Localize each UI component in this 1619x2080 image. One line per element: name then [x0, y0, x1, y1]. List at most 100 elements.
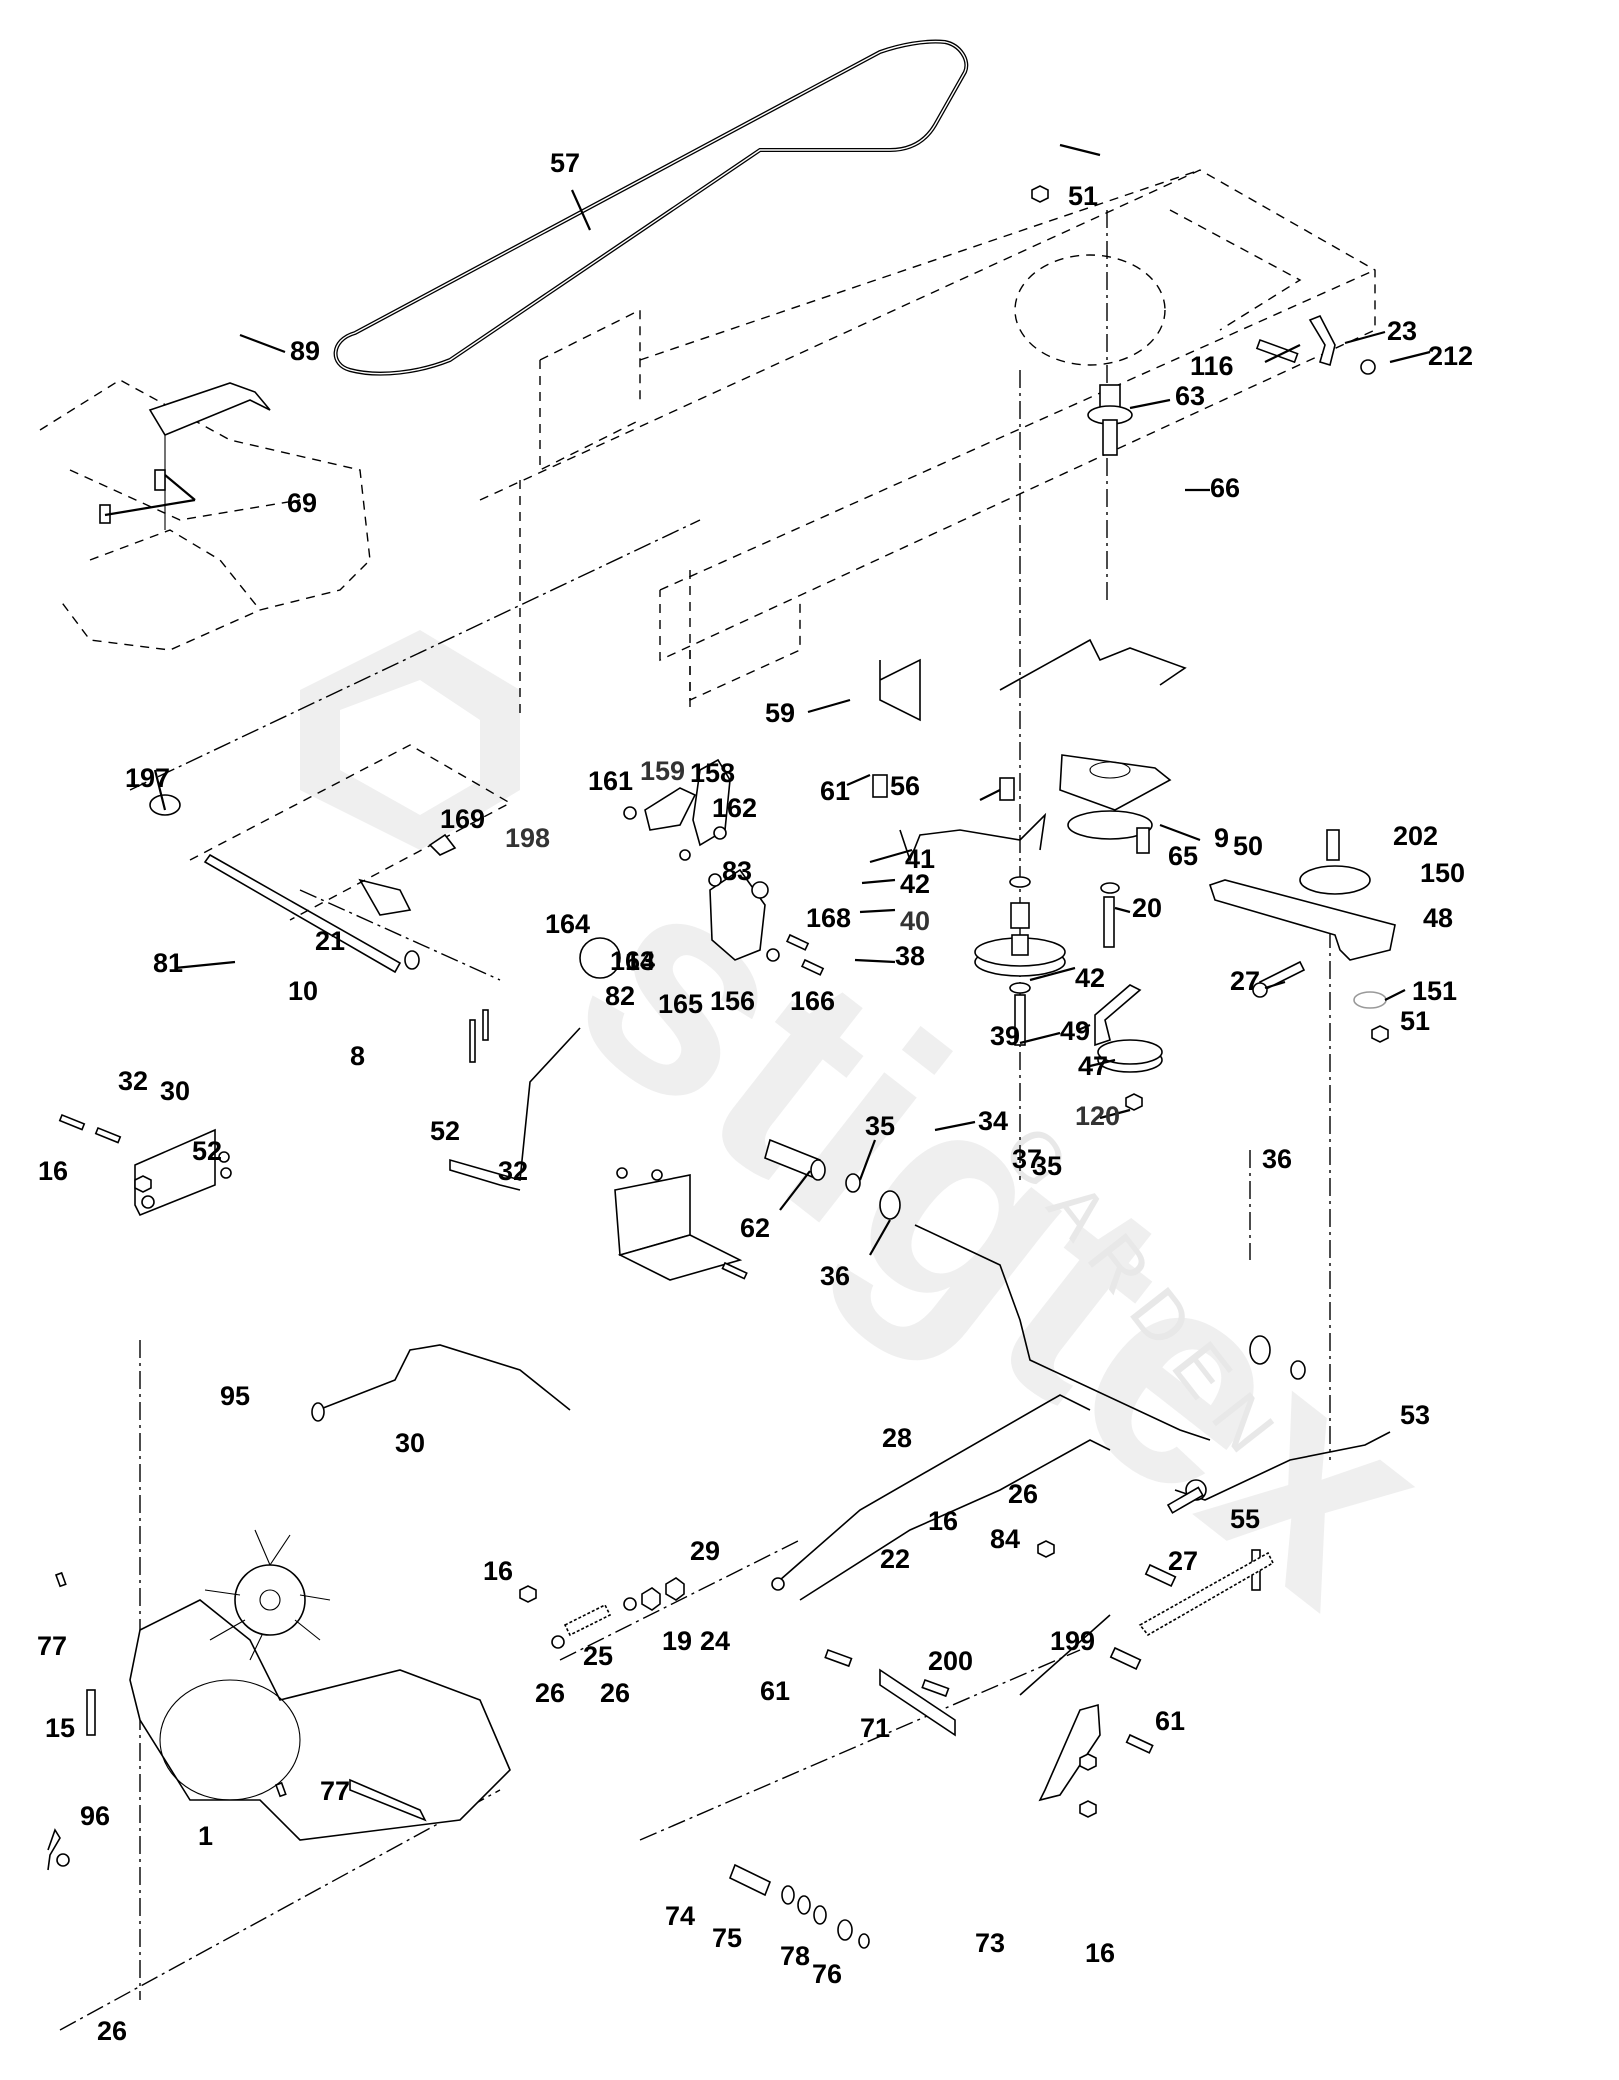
idler-stop-bracket[interactable] [1255, 314, 1376, 375]
callout-47[interactable]: 47 [1078, 1051, 1108, 1081]
callout-65[interactable]: 65 [1168, 841, 1198, 871]
belt-keeper-41[interactable] [899, 812, 1047, 863]
bolt-166[interactable] [800, 958, 825, 976]
bolt-39[interactable] [1014, 994, 1026, 1046]
callout-48[interactable]: 48 [1423, 903, 1453, 933]
nut-24[interactable] [665, 1577, 685, 1601]
callout-61-73[interactable]: 61 [1155, 1706, 1185, 1736]
idler-arm-48[interactable] [1208, 879, 1396, 961]
callout-198[interactable]: 198 [505, 823, 550, 853]
washer-35[interactable] [845, 1173, 861, 1193]
callout-89[interactable]: 89 [290, 336, 320, 366]
clutch-rod-34[interactable] [914, 1224, 1211, 1441]
rod-28[interactable] [779, 1394, 1091, 1581]
callout-202[interactable]: 202 [1393, 821, 1438, 851]
callout-26-a[interactable]: 26 [535, 1678, 565, 1708]
callout-212[interactable]: 212 [1428, 341, 1473, 371]
callout-55[interactable]: 55 [1230, 1504, 1260, 1534]
callout-10[interactable]: 10 [288, 976, 318, 1006]
bracket-73[interactable] [1038, 1703, 1101, 1802]
callout-77-right[interactable]: 77 [320, 1776, 350, 1806]
pins-10[interactable] [469, 1009, 489, 1063]
callout-28[interactable]: 28 [882, 1423, 912, 1453]
callout-159[interactable]: 159 [640, 756, 685, 786]
rod-84[interactable] [1019, 1614, 1111, 1696]
axle-keys-77[interactable] [54, 1571, 287, 1798]
callout-32-left[interactable]: 32 [118, 1066, 148, 1096]
bolt-56[interactable] [999, 777, 1015, 801]
lever-71[interactable] [879, 1668, 956, 1737]
callout-9[interactable]: 9 [1214, 823, 1229, 853]
clip-82[interactable] [404, 950, 420, 970]
callout-151[interactable]: 151 [1412, 976, 1457, 1006]
callout-199[interactable]: 199 [1050, 1626, 1095, 1656]
callout-24[interactable]: 24 [700, 1626, 730, 1656]
callout-22[interactable]: 22 [880, 1544, 910, 1574]
bolt-202[interactable] [1326, 829, 1340, 861]
bolt-168[interactable] [785, 933, 810, 951]
callout-84[interactable]: 84 [990, 1524, 1020, 1554]
pin-199-lower[interactable] [1109, 1646, 1142, 1670]
idler-bracket-49[interactable] [1094, 984, 1142, 1047]
spacer-74[interactable] [728, 1863, 772, 1897]
callout-57[interactable]: 57 [550, 148, 580, 178]
callout-120[interactable]: 120 [1075, 1101, 1120, 1131]
bolts-32-left[interactable] [58, 1113, 122, 1144]
callout-49[interactable]: 49 [1060, 1016, 1090, 1046]
nuts-52-right[interactable] [616, 1167, 663, 1181]
fender-pad[interactable] [148, 382, 271, 437]
spring-55[interactable] [1138, 1551, 1275, 1637]
callout-14[interactable]: 14 [625, 946, 655, 976]
callout-35-right[interactable]: 35 [1032, 1151, 1062, 1181]
nut-120[interactable] [1125, 1093, 1143, 1111]
callout-77-left[interactable]: 77 [37, 1631, 67, 1661]
callout-34[interactable]: 34 [978, 1106, 1008, 1136]
spring-27-lower[interactable] [1166, 1486, 1204, 1514]
callout-29[interactable]: 29 [690, 1536, 720, 1566]
callout-61[interactable]: 61 [820, 776, 850, 806]
callout-63[interactable]: 63 [1175, 381, 1205, 411]
callout-35[interactable]: 35 [865, 1111, 895, 1141]
callout-56[interactable]: 56 [890, 771, 920, 801]
callout-62[interactable]: 62 [740, 1213, 770, 1243]
callout-8[interactable]: 8 [350, 1041, 365, 1071]
nut-51-top[interactable] [1031, 185, 1049, 203]
callout-66[interactable]: 66 [1210, 473, 1240, 503]
callout-61-71[interactable]: 61 [760, 1676, 790, 1706]
washer-42-top[interactable] [1009, 876, 1031, 888]
engine-pulley[interactable] [1087, 384, 1133, 456]
callout-163[interactable]: 163 [610, 946, 655, 976]
callout-166[interactable]: 166 [790, 986, 835, 1016]
callout-76[interactable]: 76 [812, 1959, 842, 1989]
callout-73[interactable]: 73 [975, 1928, 1005, 1958]
washer-36-right[interactable] [1249, 1335, 1271, 1365]
nut-51-bottom[interactable] [1371, 1025, 1389, 1043]
callout-53[interactable]: 53 [1400, 1400, 1430, 1430]
callout-25[interactable]: 25 [583, 1641, 613, 1671]
callout-15[interactable]: 15 [45, 1713, 75, 1743]
callout-74[interactable]: 74 [665, 1901, 695, 1931]
pin-199-upper[interactable] [1144, 1563, 1177, 1587]
callout-156[interactable]: 156 [710, 986, 755, 1016]
callout-51[interactable]: 51 [1068, 181, 1098, 211]
knob-21[interactable] [579, 937, 621, 979]
callout-81[interactable]: 81 [153, 948, 183, 978]
callout-95[interactable]: 95 [220, 1381, 250, 1411]
bracket-30-right[interactable] [614, 1174, 743, 1281]
callout-165[interactable]: 165 [658, 989, 703, 1019]
bolts-32-right[interactable] [721, 1261, 748, 1280]
nut-16-73-b[interactable] [1079, 1800, 1097, 1818]
hairpin-96[interactable] [47, 1828, 61, 1871]
washer-65[interactable] [1100, 882, 1120, 894]
callout-26-right[interactable]: 26 [1008, 1479, 1038, 1509]
callout-37[interactable]: 37 [1012, 1144, 1042, 1174]
callout-161[interactable]: 161 [588, 766, 633, 796]
idler-pulley-38[interactable] [974, 934, 1066, 977]
nuts-52-left[interactable] [218, 1151, 232, 1179]
callout-16-left[interactable]: 16 [38, 1156, 68, 1186]
washers-75[interactable] [781, 1885, 827, 1925]
bolt-15[interactable] [86, 1689, 96, 1736]
callout-164[interactable]: 164 [545, 909, 590, 939]
callout-52-right[interactable]: 52 [430, 1116, 460, 1146]
nut-19[interactable] [641, 1587, 661, 1611]
